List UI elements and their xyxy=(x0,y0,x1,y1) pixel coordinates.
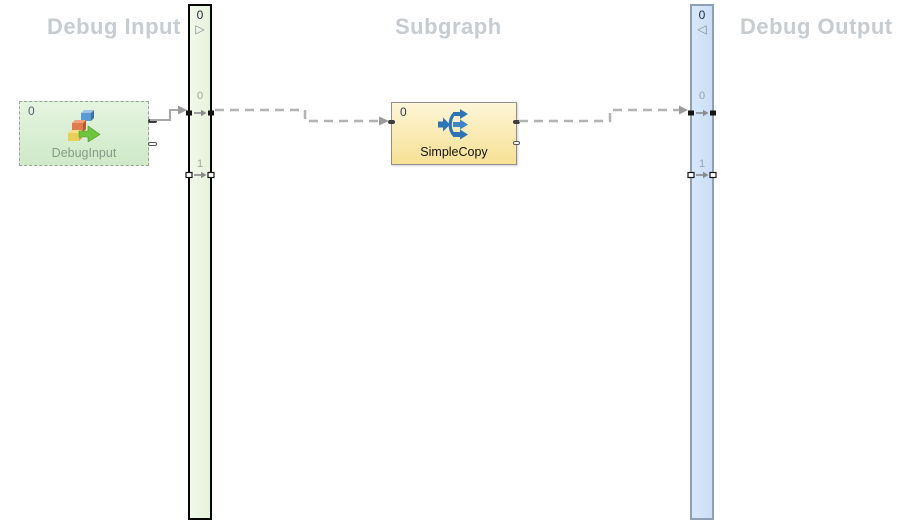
connection-input-bar-to-simplecopy[interactable] xyxy=(215,108,389,126)
subgraph-area-title: Subgraph xyxy=(395,14,502,39)
output-bar-index: 0 xyxy=(698,8,706,22)
node-index: 0 xyxy=(28,104,35,118)
port-arrow-icon xyxy=(688,109,716,117)
node-index: 0 xyxy=(400,105,407,119)
output-port-1-label: 1 xyxy=(698,158,706,170)
output-direction-triangle-icon: ◁ xyxy=(697,22,707,36)
node-label: SimpleCopy xyxy=(420,145,488,159)
simplecopy-input-port-0[interactable] xyxy=(388,120,395,124)
input-port-1-marker[interactable] xyxy=(185,168,215,180)
port-arrow-icon xyxy=(185,171,215,179)
output-port-1-marker[interactable] xyxy=(687,168,717,180)
simple-copy-icon xyxy=(438,109,468,140)
debug-input-icon xyxy=(68,110,101,142)
input-direction-triangle-icon: ▷ xyxy=(195,22,205,36)
port-arrow-icon xyxy=(186,109,214,117)
simplecopy-output-port-0[interactable] xyxy=(513,120,520,124)
port-arrow-icon xyxy=(687,171,717,179)
output-port-0-marker[interactable] xyxy=(687,106,717,118)
simplecopy-output-port-1[interactable] xyxy=(513,141,520,145)
debuginput-output-port-1[interactable] xyxy=(148,142,157,146)
subgraph-input-ports-bar[interactable]: 0 ▷ 0 1 xyxy=(185,4,215,520)
input-bar-index: 0 xyxy=(196,8,204,22)
subgraph-output-ports-bar[interactable]: 0 ◁ 0 1 xyxy=(687,4,717,520)
connection-debuginput-to-input-bar[interactable] xyxy=(150,105,187,121)
node-simplecopy[interactable]: 0 SimpleCopy xyxy=(388,102,520,165)
node-debuginput[interactable]: 0 DebugInput xyxy=(19,101,157,166)
debug-output-area-title: Debug Output xyxy=(740,14,893,39)
node-label: DebugInput xyxy=(51,146,117,160)
input-port-0-marker[interactable] xyxy=(185,106,215,118)
debug-input-area-title: Debug Input xyxy=(47,14,181,39)
input-port-1-label: 1 xyxy=(196,158,204,170)
output-port-0-label: 0 xyxy=(698,90,706,102)
input-port-0-label: 0 xyxy=(196,90,204,102)
connection-simplecopy-to-output-bar[interactable] xyxy=(519,105,688,123)
